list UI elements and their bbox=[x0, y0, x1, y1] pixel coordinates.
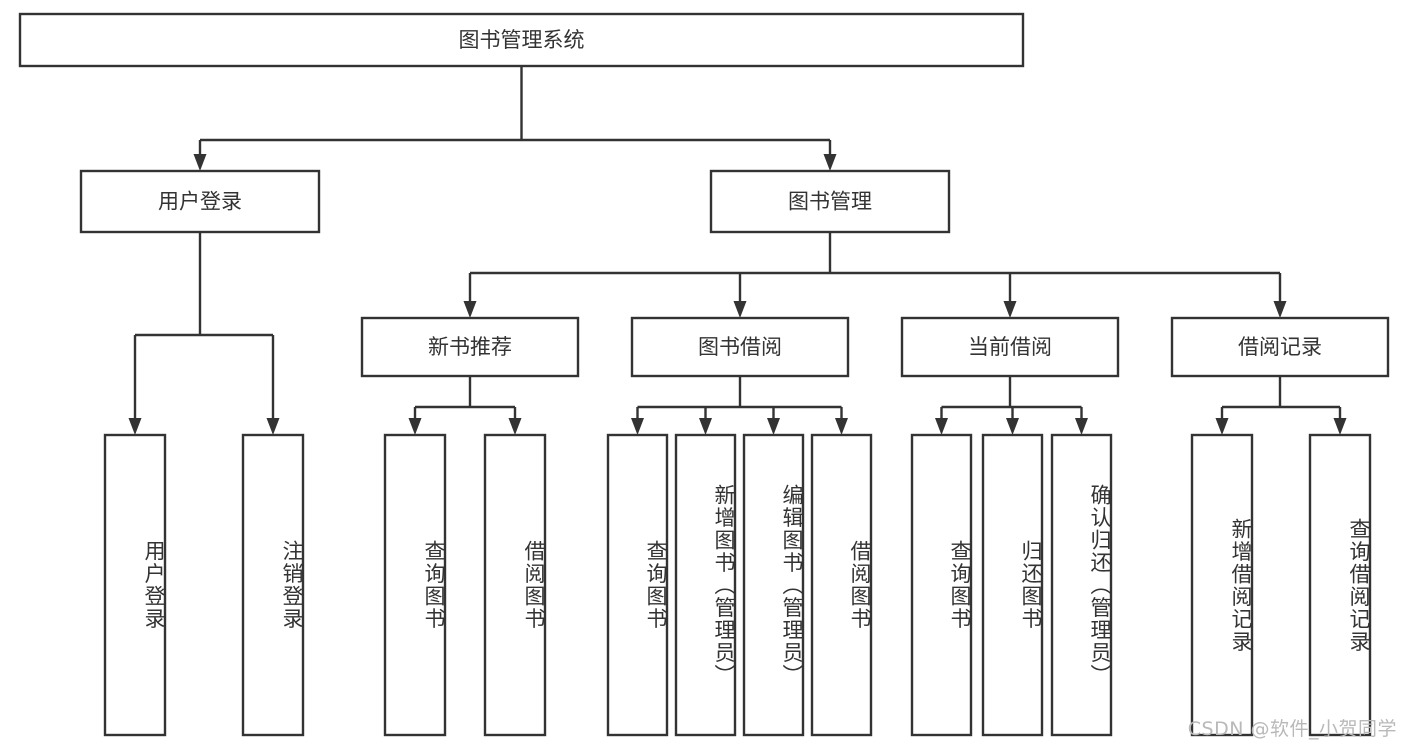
arrow-head-icon bbox=[1006, 418, 1019, 435]
node-label-当前借阅: 当前借阅 bbox=[968, 335, 1052, 359]
arrow-head-icon bbox=[408, 418, 422, 435]
arrow-head-icon bbox=[699, 418, 712, 435]
leaf-node-box-查询图书[interactable] bbox=[383, 433, 447, 737]
arrow-head-icon bbox=[193, 154, 207, 171]
arrow-head-icon bbox=[128, 418, 142, 435]
leaf-node-box-归还图书[interactable] bbox=[981, 433, 1044, 737]
leaf-node-box-注销登录[interactable] bbox=[241, 433, 305, 737]
leaf-node-box-查询图书[interactable] bbox=[606, 433, 669, 737]
arrow-head-icon bbox=[266, 418, 280, 435]
arrow-head-icon bbox=[1273, 301, 1287, 318]
node-box-图书借阅[interactable] bbox=[630, 316, 850, 378]
leaf-node-box-查询图书[interactable] bbox=[910, 433, 973, 737]
node-box-用户登录[interactable] bbox=[79, 169, 321, 234]
leaf-node-box-新增图书（管理员）[interactable] bbox=[674, 433, 737, 737]
arrow-head-icon bbox=[508, 418, 522, 435]
arrow-head-icon bbox=[823, 154, 837, 171]
node-box-图书管理系统[interactable] bbox=[18, 12, 1025, 68]
node-label-图书借阅: 图书借阅 bbox=[698, 335, 782, 359]
arrow-head-icon bbox=[935, 418, 948, 435]
leaf-node-box-借阅图书[interactable] bbox=[483, 433, 547, 737]
leaf-node-box-借阅图书[interactable] bbox=[810, 433, 873, 737]
watermark-text: CSDN @软件_小贺同学 bbox=[1187, 718, 1397, 740]
arrow-head-icon bbox=[631, 418, 644, 435]
leaf-node-box-新增借阅记录[interactable] bbox=[1190, 433, 1254, 737]
connector-layer bbox=[128, 66, 1347, 435]
arrow-head-icon bbox=[1075, 418, 1088, 435]
node-label-用户登录: 用户登录 bbox=[158, 190, 242, 214]
node-box-借阅记录[interactable] bbox=[1170, 316, 1390, 378]
leaf-node-box-用户登录[interactable] bbox=[103, 433, 167, 737]
leaf-node-box-编辑图书（管理员）[interactable] bbox=[742, 433, 805, 737]
node-box-新书推荐[interactable] bbox=[360, 316, 580, 378]
node-box-图书管理[interactable] bbox=[709, 169, 951, 234]
arrow-head-icon bbox=[1333, 418, 1347, 435]
node-label-借阅记录: 借阅记录 bbox=[1238, 335, 1322, 359]
node-box-当前借阅[interactable] bbox=[900, 316, 1120, 378]
arrow-head-icon bbox=[767, 418, 780, 435]
arrow-head-icon bbox=[733, 301, 747, 318]
arrow-head-icon bbox=[1215, 418, 1229, 435]
node-label-图书管理系统: 图书管理系统 bbox=[459, 28, 585, 52]
arrow-head-icon bbox=[1003, 301, 1017, 318]
node-label-图书管理: 图书管理 bbox=[788, 190, 872, 214]
arrow-head-icon bbox=[835, 418, 848, 435]
leaf-node-box-查询借阅记录[interactable] bbox=[1308, 433, 1372, 737]
node-label-新书推荐: 新书推荐 bbox=[428, 335, 512, 359]
leaf-node-box-确认归还（管理员）[interactable] bbox=[1050, 433, 1113, 737]
arrow-head-icon bbox=[463, 301, 477, 318]
